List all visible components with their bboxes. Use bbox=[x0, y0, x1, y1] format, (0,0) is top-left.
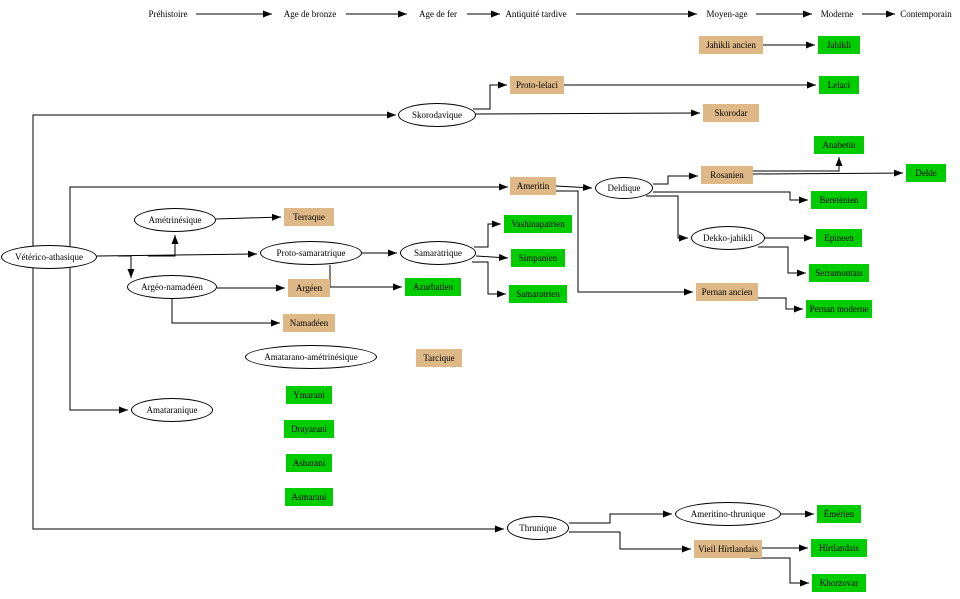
edge-skorodavique-to-skorodar bbox=[475, 109, 701, 117]
node-veterico-athasique: Vétérico-athasique bbox=[1, 245, 97, 269]
edge-ametrinesique-to-terraque bbox=[215, 213, 282, 221]
edge-thrunique-to-ameritino-thrunique bbox=[569, 510, 672, 524]
node-azurbatien: Azurbatien bbox=[405, 278, 461, 296]
node-jahikli-ancien: Jahikli ancien bbox=[699, 36, 763, 54]
edge-ameritin-to-deldique bbox=[555, 184, 593, 191]
edge-veterico-athasique-to-ametrinesique bbox=[148, 235, 179, 257]
node-vieil-hirtlandais: Vieil Hïrtlandais bbox=[694, 540, 762, 558]
edge-veterico-athasique-to-argeo-namadeen bbox=[118, 255, 135, 278]
edge-samaratrique-to-vashinapatrien bbox=[474, 220, 501, 248]
node-pernan-ancien: Pernan ancien bbox=[696, 283, 758, 301]
node-proto-samaratrique: Proto-samaratrique bbox=[260, 241, 362, 265]
node-namadeen: Namadéen bbox=[283, 314, 335, 332]
edge-dekko-jahikli-to-serramontais bbox=[758, 246, 806, 277]
edge-deldique-to-rosanien bbox=[653, 172, 698, 185]
edge-veterico-athasique-to-ameritin bbox=[69, 183, 508, 246]
timeline-label-5: Moderne bbox=[820, 9, 854, 19]
edge-thrunique-to-vieil-hirtlandais bbox=[569, 531, 691, 553]
edge-veterico-athasique-to-amataranique bbox=[69, 268, 128, 414]
node-skorodavique: Skorodavique bbox=[398, 103, 476, 127]
node-samaratrique: Samaratrique bbox=[400, 241, 476, 265]
node-terraque: Terraque bbox=[284, 208, 334, 226]
edge-vieil-hirtlandais-to-khorzovar bbox=[750, 557, 809, 587]
node-khorzovar: Khorzovar bbox=[812, 574, 866, 592]
node-simpanien: Simpanien bbox=[511, 249, 565, 267]
node-serramontais: Serramontais bbox=[809, 264, 869, 282]
edge-samaratrique-to-samaratrien bbox=[472, 261, 506, 298]
node-jahikli: Jahikli bbox=[818, 36, 860, 54]
edge-rosanien-to-anabetin bbox=[753, 157, 843, 172]
edge-deldique-to-beretenien bbox=[653, 191, 808, 204]
edge-proto-samaratrique-to-azurbatien bbox=[329, 265, 402, 291]
node-ameritin: Ameritin bbox=[510, 177, 556, 195]
node-amatarano-ametrinesique: Amatarano-amétrinésique bbox=[245, 345, 377, 369]
edge-pernan-ancien-to-pernan-moderne bbox=[758, 297, 803, 313]
node-asharani: Asharani bbox=[286, 454, 332, 472]
edge-ameritin-to-pernan-ancien bbox=[556, 190, 693, 296]
timeline-label-4: Moyen-age bbox=[706, 9, 748, 19]
node-epineen: Epineen bbox=[816, 229, 862, 247]
node-emerien: Émérien bbox=[817, 505, 861, 523]
node-samaratrien: Samaratrien bbox=[509, 285, 567, 303]
node-thrunique: Thrunique bbox=[507, 516, 569, 540]
edge-veterico-athasique-to-thrunique bbox=[32, 268, 504, 533]
node-anabetin: Anabetin bbox=[814, 136, 864, 154]
timeline-label-1: Age de bronze bbox=[283, 9, 337, 19]
node-deldique: Deldique bbox=[595, 177, 653, 199]
node-argeo-namadeen: Argéo-namadéen bbox=[127, 275, 217, 299]
timeline-label-3: Antiquité tardive bbox=[505, 9, 567, 19]
timeline-label-0: Préhistoire bbox=[148, 9, 188, 19]
node-pernan-moderne: Pernan moderne bbox=[806, 300, 872, 318]
node-skorodar: Skorodar bbox=[703, 104, 759, 122]
node-hirtlandais: Hïrtlandais bbox=[811, 539, 867, 557]
edge-skorodavique-to-proto-lelaci bbox=[473, 81, 507, 110]
node-proto-lelaci: Proto-lelaci bbox=[510, 76, 564, 94]
node-tarcique: Tarcique bbox=[416, 349, 462, 367]
node-drayarani: Drayarani bbox=[284, 420, 334, 438]
node-vashinapatrien: Vashinapatrien bbox=[504, 215, 572, 233]
node-ymarani: Ymarani bbox=[286, 386, 332, 404]
node-amataranique: Amataranique bbox=[131, 398, 213, 422]
timeline-label-2: Age de fer bbox=[419, 9, 457, 19]
edge-veterico-athasique-to-skorodavique bbox=[32, 111, 396, 246]
node-argeen: Argéen bbox=[288, 279, 330, 297]
node-rosanien: Rosanien bbox=[701, 166, 753, 184]
edge-rosanien-to-delde bbox=[752, 169, 904, 177]
node-delde: Delde bbox=[906, 164, 946, 182]
node-dekko-jahikli: Dekko-jahikli bbox=[691, 226, 765, 250]
node-asmarani: Asmarani bbox=[285, 488, 333, 506]
edge-samaratrique-to-simpanien bbox=[475, 253, 509, 261]
timeline-label-6: Contemporain bbox=[900, 9, 952, 19]
node-beretenien: Bereténien bbox=[811, 191, 867, 209]
node-ameritino-thrunique: Ameritino-thrunique bbox=[675, 502, 781, 526]
edge-deldique-to-dekko-jahikli bbox=[646, 195, 688, 242]
node-lelaci: Lelaci bbox=[819, 76, 859, 94]
edge-argeo-namadeen-to-namadeen bbox=[171, 299, 280, 327]
node-ametrinesique: Amétrinésique bbox=[134, 208, 216, 232]
